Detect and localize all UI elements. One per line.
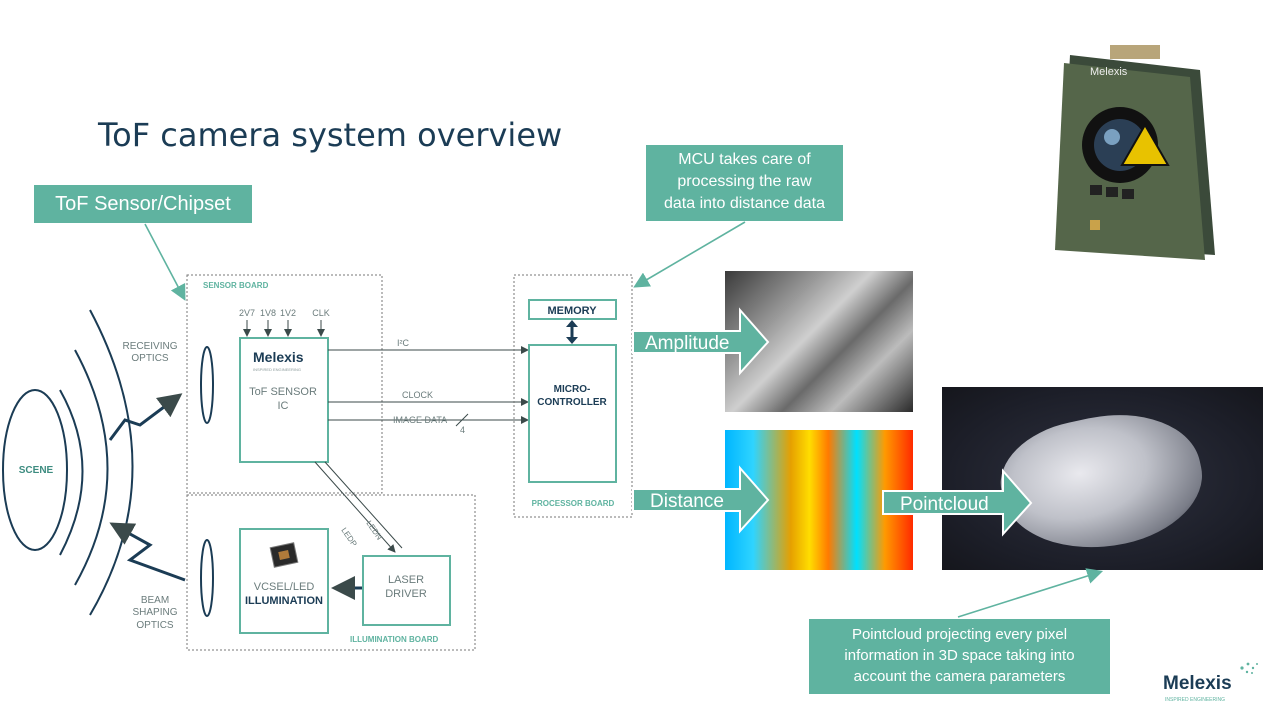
- laser-driver-block: [362, 555, 451, 626]
- emitted-light-arrow: [109, 522, 186, 582]
- callout-pointcloud-line: account the camera parameters: [853, 668, 1066, 685]
- beam-optics-label: OPTICS: [136, 620, 174, 631]
- ledn-line: [314, 461, 396, 553]
- microcontroller-label: CONTROLLER: [537, 397, 607, 408]
- callout-pointcloud: Pointcloud projecting every pixel inform…: [809, 619, 1110, 694]
- receiving-lens: [200, 346, 214, 424]
- scene-label: SCENE: [19, 465, 54, 476]
- callout-pointcloud-line: Pointcloud projecting every pixel: [851, 626, 1068, 643]
- illumination-board: [186, 494, 476, 651]
- callout-mcu-line: MCU takes care of: [678, 151, 811, 168]
- reflected-light-arrow: [108, 393, 183, 441]
- ledn-label: LEDN: [364, 519, 384, 542]
- distance-arrow: [632, 465, 770, 534]
- power-label: 1V2: [280, 308, 296, 318]
- wave-arc: [89, 309, 134, 616]
- clk-label: CLK: [312, 308, 330, 318]
- callout-pointcloud-pointer: [957, 568, 1104, 618]
- footer-logo: Melexis: [1163, 673, 1232, 694]
- receiving-optics-label: OPTICS: [131, 353, 169, 364]
- vcsel-label: VCSEL/LED: [254, 581, 315, 593]
- image-data-label: IMAGE DATA: [393, 415, 447, 425]
- camera-logo: Melexis: [1090, 66, 1128, 78]
- callout-mcu-line: processing the raw: [677, 173, 812, 190]
- callout-mcu: MCU takes care of processing the raw dat…: [646, 145, 843, 221]
- power-label: 1V8: [260, 308, 276, 318]
- laser-driver-label: DRIVER: [385, 588, 427, 600]
- memory-label: MEMORY: [547, 305, 597, 317]
- tof-sensor-ic: [239, 337, 329, 463]
- footer-logo-tagline: INSPIRED ENGINEERING: [1165, 697, 1225, 703]
- microcontroller-block: [528, 344, 617, 483]
- vcsel-chip-icon: [269, 542, 299, 568]
- callout-sensor-pointer: [144, 223, 186, 301]
- beam-optics-label: BEAM: [141, 595, 169, 606]
- sensor-ic-label: ToF SENSOR: [249, 386, 317, 398]
- bus-width-label: 4: [460, 425, 465, 435]
- sensor-ic-label: IC: [278, 400, 289, 412]
- wave-arc: [74, 349, 109, 586]
- ledp-line: [324, 461, 403, 549]
- pointcloud-image: [942, 387, 1263, 570]
- laser-driver-label: LASER: [388, 574, 424, 586]
- beam-optics-label: SHAPING: [132, 607, 177, 618]
- callout-tof-sensor: ToF Sensor/Chipset: [34, 185, 252, 223]
- amplitude-arrow: [632, 307, 770, 376]
- power-label: 2V7: [239, 308, 255, 318]
- scene-shape: [2, 389, 68, 551]
- i2c-label: I²C: [397, 338, 409, 348]
- pointcloud-label: Pointcloud: [900, 494, 989, 515]
- wave-arc: [59, 389, 84, 556]
- sensor-logo-tagline: INSPIRED ENGINEERING: [253, 367, 301, 372]
- footer-logo-dots-icon: [1240, 662, 1258, 674]
- amplitude-label: Amplitude: [645, 333, 730, 354]
- microcontroller-label: MICRO-: [554, 384, 591, 395]
- callout-pointcloud-line: information in 3D space taking into: [844, 647, 1075, 664]
- sensor-board-label: SENSOR BOARD: [203, 281, 269, 290]
- illumination-board-label: ILLUMINATION BOARD: [350, 635, 439, 644]
- ledp-label: LEDP: [339, 526, 358, 548]
- processor-board-label: PROCESSOR BOARD: [532, 499, 615, 508]
- callout-mcu-line: data into distance data: [663, 195, 825, 212]
- receiving-optics-label: RECEIVING: [122, 341, 177, 352]
- distance-label: Distance: [650, 491, 724, 512]
- camera-board-image: Melexis: [1055, 45, 1215, 260]
- callout-mcu-pointer: [633, 221, 746, 288]
- sensor-board: [186, 274, 383, 494]
- sensor-logo: Melexis: [253, 349, 304, 365]
- memory-block: [528, 299, 617, 320]
- clock-label: CLOCK: [402, 390, 433, 400]
- illumination-label: ILLUMINATION: [245, 595, 323, 607]
- page-title: ToF camera system overview: [98, 116, 563, 154]
- beam-lens: [200, 539, 214, 617]
- pointcloud-arrow: [882, 468, 1033, 537]
